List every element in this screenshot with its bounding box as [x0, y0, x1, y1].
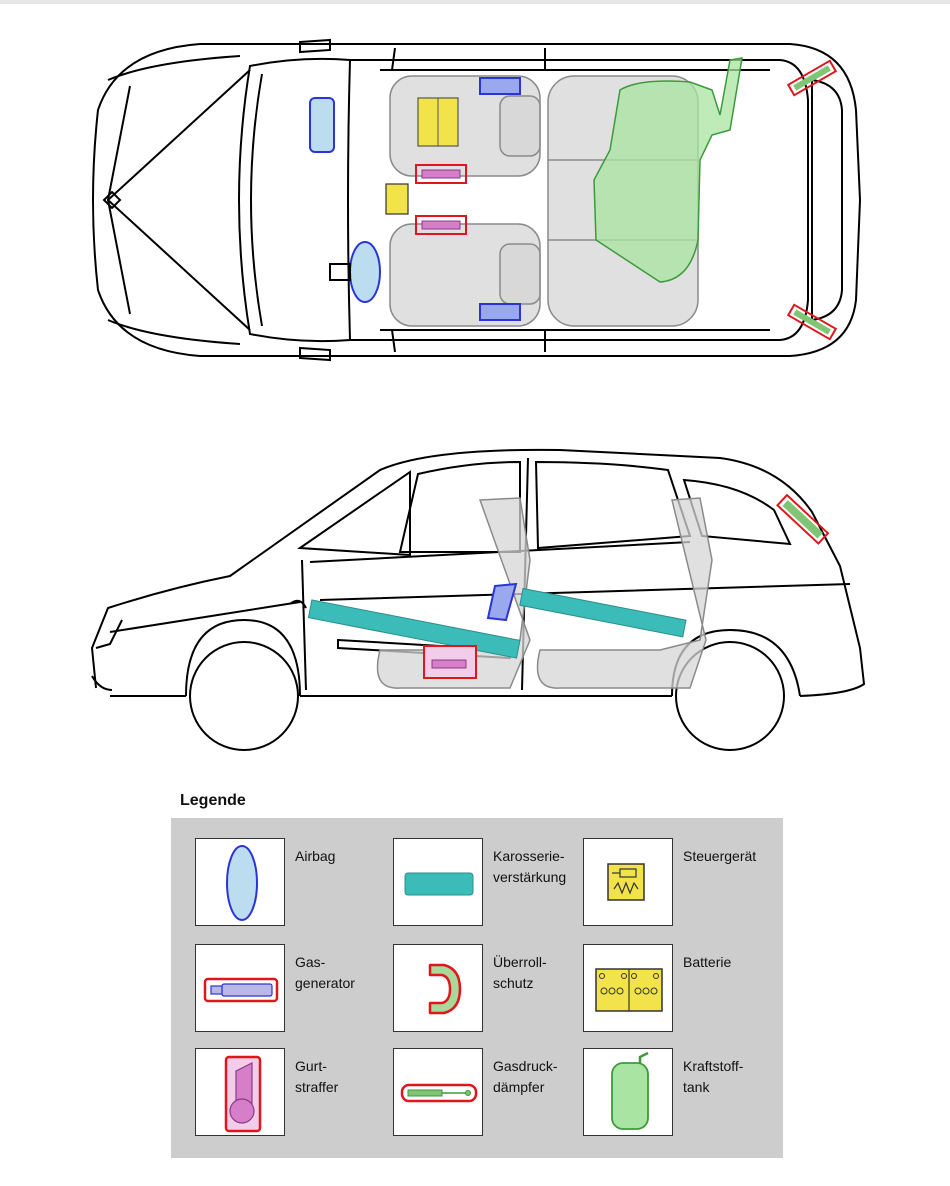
legend-label-kraftstofftank: Kraftstoff- tank — [683, 1058, 744, 1095]
legend-label-ueberrollschutz: Überroll- schutz — [493, 954, 547, 991]
legend-label-gasdruckdaempfer: Gasdruck- dämpfer — [493, 1058, 558, 1095]
car-top-view — [84, 36, 870, 366]
control-unit-icon — [607, 863, 645, 901]
legend-panel: Airbag Karosserie- verstärkung Steuerger… — [171, 818, 783, 1158]
legend-label-gasgenerator: Gas- generator — [295, 954, 355, 991]
belt-tensioner-icon — [224, 1055, 262, 1133]
legend-label-steuergeraet: Steuergerät — [683, 848, 757, 864]
airbag-icon — [226, 845, 258, 921]
legend-title: Legende — [180, 792, 246, 809]
gas-strut-icon — [400, 1083, 478, 1103]
rollover-protection-icon — [428, 963, 462, 1015]
legend-label-batterie: Batterie — [683, 954, 732, 970]
legend-label-airbag: Airbag — [295, 848, 336, 864]
battery-icon — [595, 968, 663, 1012]
fuel-tank-icon — [611, 1051, 649, 1130]
body-reinforcement-icon — [404, 872, 474, 896]
top-edge-bar — [0, 0, 950, 4]
legend-label-karosserie: Karosserie- verstärkung — [493, 848, 567, 885]
car-side-view — [84, 432, 870, 762]
gas-generator-icon — [203, 977, 279, 1003]
legend-label-gurtstraffer: Gurt- straffer — [295, 1058, 339, 1095]
